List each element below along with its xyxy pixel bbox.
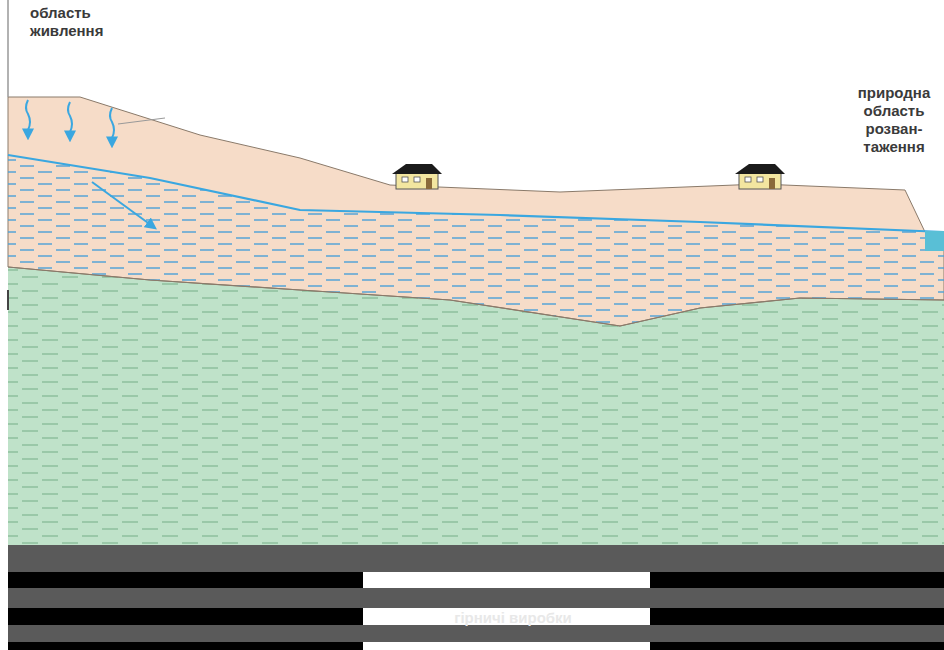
soil-layer <box>8 97 944 326</box>
infiltration-arrows <box>26 100 155 228</box>
frame-mark <box>7 290 9 310</box>
frame-line <box>7 0 9 97</box>
region-label: природна область розван- таження <box>848 84 940 156</box>
house <box>392 164 442 189</box>
layer-boundary <box>8 267 944 326</box>
water-body <box>925 231 944 251</box>
clay-texture <box>8 260 944 550</box>
leader-line <box>118 118 165 124</box>
aquifer-texture <box>8 155 944 326</box>
region-label: область живлення <box>30 4 140 40</box>
house <box>735 164 785 189</box>
mine-strata <box>8 545 944 650</box>
water-table <box>8 155 944 232</box>
mine-label: гірничі виробки <box>413 609 613 627</box>
clay-layer <box>8 260 944 550</box>
